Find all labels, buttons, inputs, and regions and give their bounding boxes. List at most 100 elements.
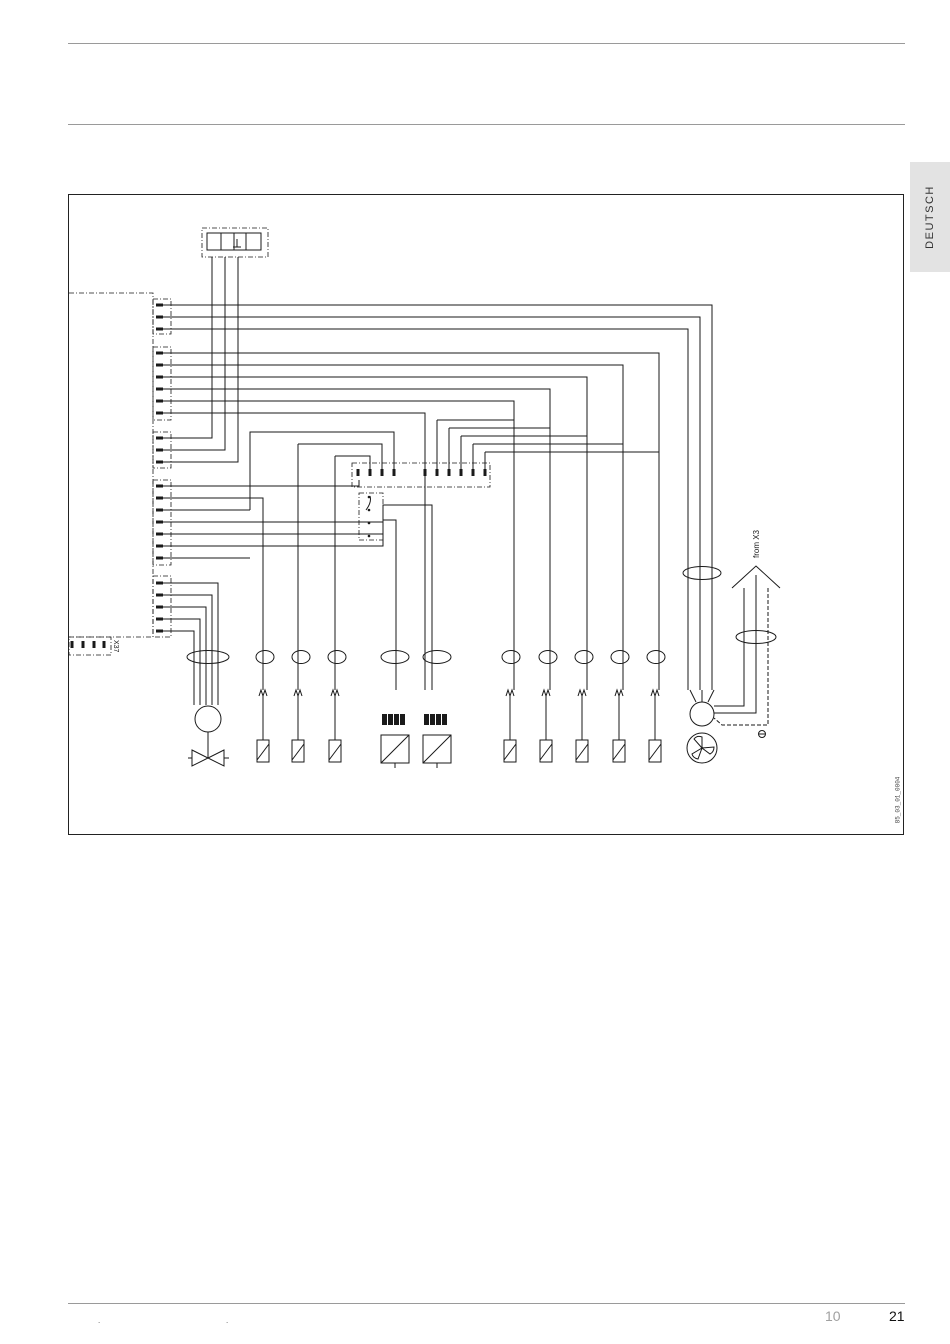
temperature-sensor bbox=[649, 740, 661, 762]
terminal-strip bbox=[352, 463, 490, 487]
cable-sleeve bbox=[187, 651, 229, 664]
transducer-pin bbox=[394, 714, 399, 725]
footer-rule bbox=[68, 1303, 905, 1304]
sensor-slash bbox=[576, 744, 588, 760]
plug-group bbox=[153, 347, 171, 420]
figure-code: 85_03_01_0004 bbox=[895, 777, 902, 824]
plug-connector bbox=[506, 690, 514, 696]
terminal-pin bbox=[472, 469, 475, 476]
fan-motor bbox=[690, 702, 714, 726]
terminal-pin bbox=[357, 469, 360, 476]
terminal-pin bbox=[156, 328, 163, 331]
terminal-pin bbox=[393, 469, 396, 476]
plug-connector bbox=[578, 690, 586, 696]
terminal-pin bbox=[156, 497, 163, 500]
transducer-pin bbox=[388, 714, 393, 725]
valve-motor bbox=[195, 706, 221, 732]
fan-lead bbox=[708, 690, 714, 702]
controller-outline bbox=[69, 293, 153, 637]
page-number-right: 21 bbox=[889, 1308, 905, 1324]
terminal-pin bbox=[156, 376, 163, 379]
terminal-pin bbox=[156, 557, 163, 560]
wire bbox=[163, 389, 550, 690]
cable-sleeve bbox=[683, 567, 721, 580]
wire bbox=[163, 595, 212, 705]
transducer-pin bbox=[400, 714, 405, 725]
terminal-pin bbox=[156, 400, 163, 403]
terminal-pin bbox=[156, 606, 163, 609]
cable-sleeve bbox=[328, 651, 346, 664]
wire bbox=[163, 631, 194, 705]
sensor-slash bbox=[613, 744, 625, 760]
terminal-pin bbox=[156, 485, 163, 488]
cable-sleeve bbox=[292, 651, 310, 664]
terminal-pin bbox=[156, 533, 163, 536]
transducer-pin bbox=[442, 714, 447, 725]
contact-dot bbox=[368, 522, 371, 525]
temperature-sensor bbox=[540, 740, 552, 762]
switch-contact bbox=[366, 496, 371, 510]
wire bbox=[473, 444, 623, 690]
footer-mark-1: . bbox=[98, 1316, 100, 1325]
wire bbox=[163, 498, 263, 690]
transducer-pin bbox=[430, 714, 435, 725]
cable-sleeve bbox=[539, 651, 557, 664]
cable-sleeve bbox=[647, 651, 665, 664]
wire bbox=[163, 480, 359, 486]
sensor-slash bbox=[329, 744, 341, 760]
temperature-sensor bbox=[292, 740, 304, 762]
from-x3-label: from X3 bbox=[752, 529, 761, 558]
wire bbox=[163, 365, 623, 690]
wire bbox=[163, 257, 238, 462]
cable-sleeve bbox=[575, 651, 593, 664]
terminal-pin bbox=[424, 469, 427, 476]
terminal-pin bbox=[156, 412, 163, 415]
cable-sleeve bbox=[256, 651, 274, 664]
plug-connector bbox=[331, 690, 339, 696]
terminal-pin bbox=[369, 469, 372, 476]
transducer-pin bbox=[424, 714, 429, 725]
interface-box bbox=[202, 228, 268, 257]
terminal-pin bbox=[156, 618, 163, 621]
cable-sleeve bbox=[423, 651, 451, 664]
temperature-sensor bbox=[576, 740, 588, 762]
earth-line bbox=[714, 588, 768, 725]
terminal-pin bbox=[156, 364, 163, 367]
terminal-pin bbox=[93, 641, 96, 648]
transducer-slash bbox=[381, 735, 409, 763]
sensor-slash bbox=[257, 744, 269, 760]
terminal-pin bbox=[448, 469, 451, 476]
wire bbox=[298, 444, 382, 470]
cable-sleeve bbox=[502, 651, 520, 664]
transducer-pin bbox=[436, 714, 441, 725]
sensor-slash bbox=[292, 744, 304, 760]
terminal-pin bbox=[82, 641, 85, 648]
terminal-pin bbox=[156, 461, 163, 464]
transducer-pin bbox=[382, 714, 387, 725]
terminal-pin bbox=[460, 469, 463, 476]
sensor-slash bbox=[649, 744, 661, 760]
terminal-pin bbox=[156, 316, 163, 319]
temperature-sensor bbox=[613, 740, 625, 762]
terminal-pin bbox=[156, 545, 163, 548]
footer-mark-2: . bbox=[226, 1316, 228, 1325]
plug-connector bbox=[294, 690, 302, 696]
cable-sleeve bbox=[611, 651, 629, 664]
terminal-pin bbox=[103, 641, 106, 648]
terminal-pin bbox=[436, 469, 439, 476]
terminal-pin bbox=[71, 641, 74, 648]
page-number-left: 10 bbox=[825, 1308, 841, 1324]
contact-dot bbox=[368, 509, 371, 512]
terminal-pin bbox=[156, 630, 163, 633]
terminal-pin bbox=[156, 509, 163, 512]
plug-connector bbox=[651, 690, 659, 696]
wire bbox=[163, 413, 425, 690]
fan-blade bbox=[692, 736, 714, 759]
plug-connector bbox=[259, 690, 267, 696]
wire bbox=[485, 452, 659, 690]
wire bbox=[461, 436, 587, 690]
temperature-sensor bbox=[504, 740, 516, 762]
sensor-slash bbox=[504, 744, 516, 760]
supply-line bbox=[714, 588, 744, 706]
